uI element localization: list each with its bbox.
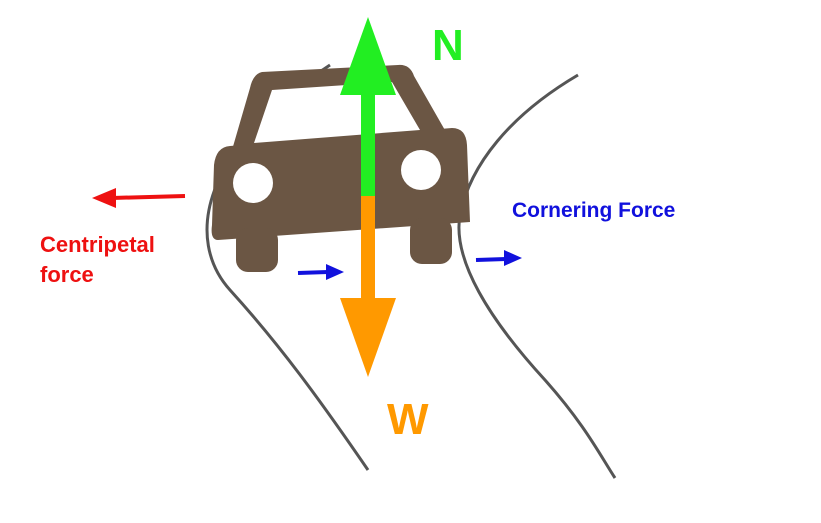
car-windshield xyxy=(254,82,420,143)
weight-arrow xyxy=(340,196,396,377)
normal-force-arrow xyxy=(340,17,396,198)
centripetal-force-arrow xyxy=(92,188,186,208)
cornering-force-arrow-left xyxy=(297,264,344,280)
cornering-force-label: Cornering Force xyxy=(512,199,675,222)
weight-label: W xyxy=(387,395,429,444)
centripetal-label-line2: force xyxy=(40,262,94,287)
car-left-headlight xyxy=(233,163,273,203)
car-right-wheel xyxy=(410,218,452,264)
car-icon xyxy=(211,64,470,272)
cornering-force-arrow-right xyxy=(475,250,522,266)
car-left-wheel xyxy=(236,228,278,272)
road-right-edge xyxy=(457,73,617,479)
normal-force-label: N xyxy=(432,21,464,70)
centripetal-label-line1: Centripetal xyxy=(40,232,155,257)
car-right-headlight xyxy=(401,150,441,190)
